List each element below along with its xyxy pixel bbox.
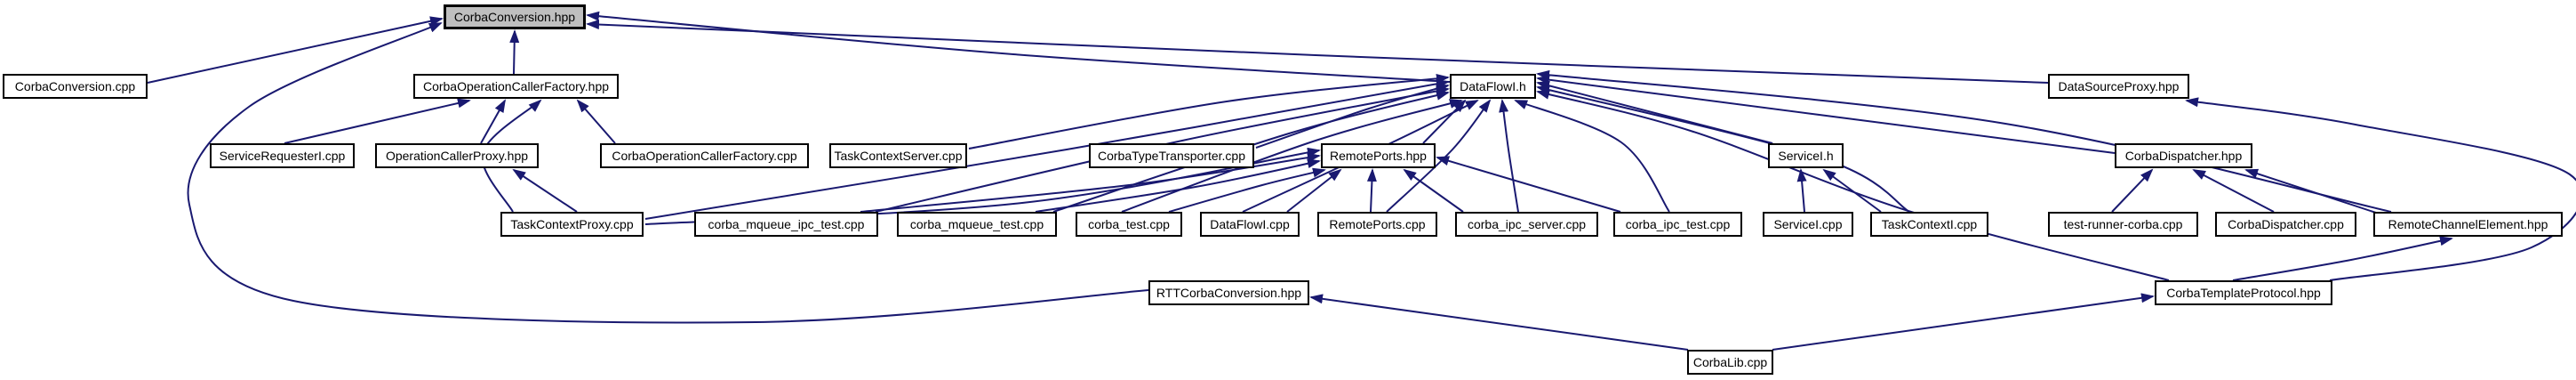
edge-corba-mqueue-test-cpp-to-dataflowi-h [1052,90,1450,213]
graph-node-remoteports-cpp[interactable]: RemotePorts.cpp [1317,212,1437,237]
edge-corbaconversion-cpp-to-corbaconversion-hpp [147,16,444,84]
edge-corbalib-cpp-to-corbatemplateprotocol-hpp [1772,293,2155,351]
edge-corbatemplateprotocol-hpp-to-remotechannelelement-hpp [2232,236,2453,281]
edge-remoteports-hpp-to-dataflowi-h [1422,99,1467,144]
edge-datasourceproxy-hpp-to-corbaconversion-hpp [586,20,2049,84]
edge-taskcontexti-cpp-to-servicei-h [1822,168,1882,213]
edge-corbadispatcher-cpp-to-corbadispatcher-hpp [2192,169,2275,213]
graph-node-servicei-cpp[interactable]: ServiceI.cpp [1763,212,1853,237]
graph-node-corbatypetransporter-cpp[interactable]: CorbaTypeTransporter.cpp [1089,143,1254,168]
graph-node-corbadispatcher-cpp[interactable]: CorbaDispatcher.cpp [2215,212,2356,237]
edge-corba-mqueue-test-cpp-to-remoteports-hpp [1035,158,1321,213]
edge-remoteports-cpp-to-remoteports-hpp [1366,168,1377,213]
edge-corbadispatcher-hpp-to-dataflowi-h [1536,75,2116,154]
graph-node-remoteports-hpp[interactable]: RemotePorts.hpp [1321,143,1436,168]
graph-node-operationcallerproxy-hpp[interactable]: OperationCallerProxy.hpp [375,143,539,168]
edge-corbaoperationcallerfactory-hpp-to-corbaconversion-hpp [509,29,520,75]
edge-test-runner-corba-cpp-to-corbadispatcher-hpp [2111,168,2154,213]
graph-node-corbalib-cpp[interactable]: CorbaLib.cpp [1687,350,1773,375]
edge-corba-ipc-test-cpp-to-dataflowi-h [1514,100,1670,213]
graph-node-corbaconversion-cpp[interactable]: CorbaConversion.cpp [3,74,148,99]
edge-dataflowi-h-to-corbaconversion-hpp [586,11,1451,83]
graph-node-corbaoperationcallerfactory-hpp[interactable]: CorbaOperationCallerFactory.hpp [413,74,619,99]
graph-node-remotechannelelement-hpp[interactable]: RemoteChannelElement.hpp [2373,212,2563,237]
graph-node-servicerequesteri-cpp[interactable]: ServiceRequesterI.cpp [210,143,355,168]
graph-node-corbaoperationcallerfactory-cpp[interactable]: CorbaOperationCallerFactory.cpp [600,143,809,168]
edge-corbatypetransporter-cpp-to-dataflowi-h [1255,84,1450,149]
graph-node-datasourceproxy-hpp[interactable]: DataSourceProxy.hpp [2048,74,2189,99]
graph-node-corba-mqueue-ipc-test-cpp[interactable]: corba_mqueue_ipc_test.cpp [694,212,878,237]
edge-dataflowi-cpp-to-remoteports-hpp [1286,168,1342,213]
graph-node-taskcontexti-cpp[interactable]: TaskContextI.cpp [1870,212,1988,237]
edge-corba-ipc-server-cpp-to-remoteports-hpp [1403,168,1464,213]
edge-corbatemplateprotocol-hpp-to-dataflowi-h [1536,89,2170,281]
edge-corba-test-cpp-to-remoteports-hpp [1168,167,1326,213]
edge-servicei-cpp-to-servicei-h [1796,168,1807,213]
graph-node-corba-ipc-server-cpp[interactable]: corba_ipc_server.cpp [1455,212,1598,237]
edge-rttcorbaconversion-hpp-to-corbaconversion-hpp [187,22,1149,324]
edge-operationcallerproxy-hpp-to-corbaoperationcallerfactory-hpp [480,99,506,144]
edge-corbaoperationcallerfactory-cpp-to-corbaoperationcallerfactory-hpp [576,99,616,144]
graph-node-corba-test-cpp[interactable]: corba_test.cpp [1076,212,1182,237]
edge-corba-mqueue-ipc-test-cpp-to-remoteports-hpp [860,152,1321,213]
edge-corbatemplateprotocol-hpp-to-datasourceproxy-hpp [2185,97,2576,281]
graph-node-rttcorbaconversion-hpp[interactable]: RTTCorbaConversion.hpp [1148,280,1309,305]
graph-node-corbadispatcher-hpp[interactable]: CorbaDispatcher.hpp [2115,143,2252,168]
edge-taskcontextserver-cpp-to-dataflowi-h [968,73,1450,150]
graph-node-corba-mqueue-test-cpp[interactable]: corba_mqueue_test.cpp [897,212,1057,237]
edge-corba-ipc-server-cpp-to-dataflowi-h [1499,99,1519,213]
edge-corba-test-cpp-to-dataflowi-h [1121,99,1463,213]
graph-node-test-runner-corba-cpp[interactable]: test-runner-corba.cpp [2048,212,2198,237]
graph-node-dataflowi-cpp[interactable]: DataFlowI.cpp [1200,212,1300,237]
graph-node-servicei-h[interactable]: ServiceI.h [1768,143,1844,168]
graph-node-corbaconversion-hpp: CorbaConversion.hpp [444,4,586,29]
graph-node-taskcontextproxy-cpp[interactable]: TaskContextProxy.cpp [500,212,644,237]
edge-taskcontextproxy-cpp-to-dataflowi-h [644,78,1450,220]
graph-node-corbatemplateprotocol-hpp[interactable]: CorbaTemplateProtocol.hpp [2155,280,2332,305]
graph-node-taskcontextserver-cpp[interactable]: TaskContextServer.cpp [829,143,967,168]
edge-remotechannelelement-hpp-to-corbadispatcher-hpp [2244,168,2380,214]
edge-corbalib-cpp-to-rttcorbaconversion-hpp [1309,294,1689,351]
edge-remoteports-cpp-to-dataflowi-h [1386,99,1492,213]
edge-remotechannelelement-hpp-to-dataflowi-h [1536,69,2392,213]
edge-taskcontextproxy-cpp-to-operationcallerproxy-hpp [512,168,578,213]
edge-corba-mqueue-ipc-test-cpp-to-dataflowi-h [875,86,1450,213]
edge-servicerequesteri-cpp-to-corbaoperationcallerfactory-hpp [284,98,471,144]
edge-corba-ipc-test-cpp-to-remoteports-hpp [1436,156,1621,213]
graph-node-dataflowi-h[interactable]: DataFlowI.h [1450,74,1536,99]
graph-node-corba-ipc-test-cpp[interactable]: corba_ipc_test.cpp [1613,212,1742,237]
